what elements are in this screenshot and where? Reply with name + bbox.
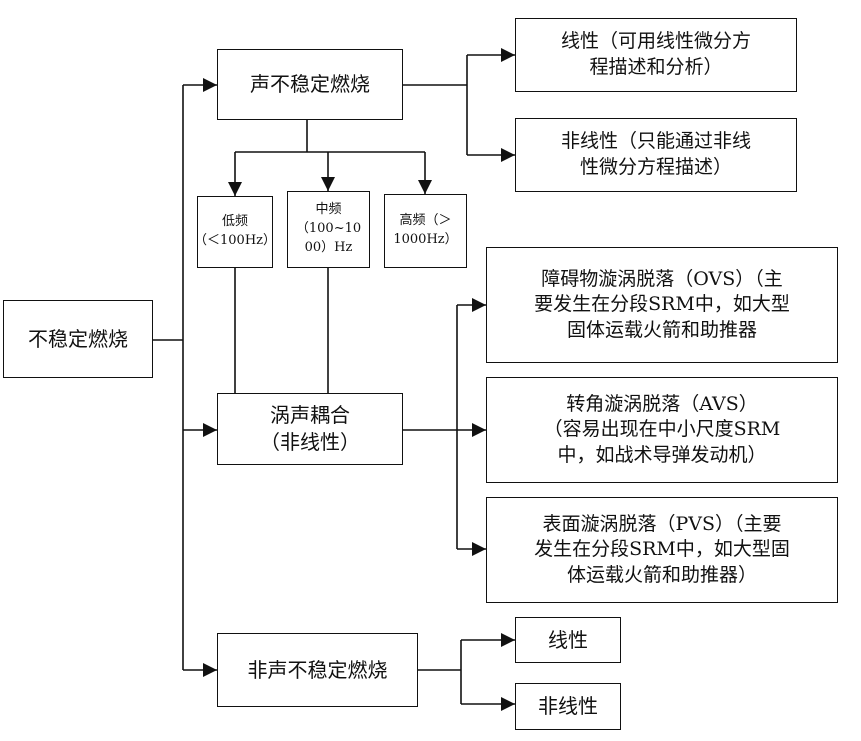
node-ovs-line2: 要发生在分段SRM中，如大型: [534, 293, 790, 316]
node-acoustic-linear-line2: 程描述和分析）: [589, 56, 723, 78]
node-frequency-mid-line3: 00）Hz: [304, 239, 353, 255]
node-pvs-line3: 体运载火箭和助推器）: [566, 563, 757, 586]
node-vortex-acoustic-coupling-line2: （非线性）: [260, 430, 360, 454]
node-frequency-high-line2: 1000Hz）: [393, 232, 458, 247]
node-acoustic-linear: 线性（可用线性微分方 程描述和分析）: [515, 18, 797, 92]
node-acoustic-nonlinear: 非线性（只能通过非线 性微分方程描述）: [515, 118, 797, 192]
node-frequency-mid-line1: 中频: [315, 202, 342, 218]
node-frequency-low-line1: 低频: [221, 214, 248, 230]
node-frequency-low-line2: （＜100Hz）: [194, 233, 276, 248]
node-non-acoustic-nonlinear-label: 非线性: [538, 694, 598, 718]
node-acoustic-nonlinear-line2: 性微分方程描述）: [579, 156, 732, 178]
node-non-acoustic-nonlinear: 非线性: [515, 683, 621, 730]
node-frequency-high: 高频（＞ 1000Hz）: [384, 194, 467, 268]
node-frequency-mid-line2: （100~10: [295, 221, 362, 237]
node-non-acoustic-combustion: 非声不稳定燃烧: [217, 633, 418, 707]
node-pvs-line2: 发生在分段SRM中，如大型固: [534, 538, 790, 561]
node-frequency-high-line1: 高频（＞: [399, 213, 452, 229]
node-pvs-line1: 表面漩涡脱落（PVS）（主要: [542, 512, 782, 535]
node-avs-line2: （容易出现在中小尺度SRM: [543, 418, 781, 441]
node-unstable-combustion: 不稳定燃烧: [3, 300, 153, 378]
node-frequency-low: 低频 （＜100Hz）: [194, 196, 276, 268]
node-frequency-mid: 中频 （100~10 00）Hz: [287, 191, 370, 268]
node-avs-line3: 中，如战术导弹发动机）: [557, 443, 767, 466]
node-acoustic-combustion-label: 声不稳定燃烧: [250, 72, 370, 96]
node-vortex-acoustic-coupling: 涡声耦合 （非线性）: [217, 393, 403, 465]
node-non-acoustic-combustion-label: 非声不稳定燃烧: [247, 657, 388, 682]
node-unstable-combustion-label: 不稳定燃烧: [28, 326, 128, 351]
node-acoustic-combustion: 声不稳定燃烧: [217, 49, 403, 120]
node-non-acoustic-linear: 线性: [515, 617, 621, 663]
node-ovs-line3: 固体运载火箭和助推器: [566, 318, 757, 341]
node-vortex-acoustic-coupling-line1: 涡声耦合: [270, 403, 350, 427]
node-avs: 转角漩涡脱落（AVS） （容易出现在中小尺度SRM 中，如战术导弹发动机）: [486, 377, 838, 483]
node-pvs: 表面漩涡脱落（PVS）（主要 发生在分段SRM中，如大型固 体运载火箭和助推器）: [486, 497, 838, 603]
node-acoustic-linear-line1: 线性（可用线性微分方: [560, 30, 751, 53]
node-ovs: 障碍物漩涡脱落（OVS）（主 要发生在分段SRM中，如大型 固体运载火箭和助推器: [486, 247, 838, 363]
node-acoustic-nonlinear-line1: 非线性（只能通过非线: [560, 130, 751, 153]
node-ovs-line1: 障碍物漩涡脱落（OVS）（主: [541, 267, 783, 290]
node-non-acoustic-linear-label: 线性: [548, 627, 588, 652]
node-avs-line1: 转角漩涡脱落（AVS）: [566, 392, 758, 415]
